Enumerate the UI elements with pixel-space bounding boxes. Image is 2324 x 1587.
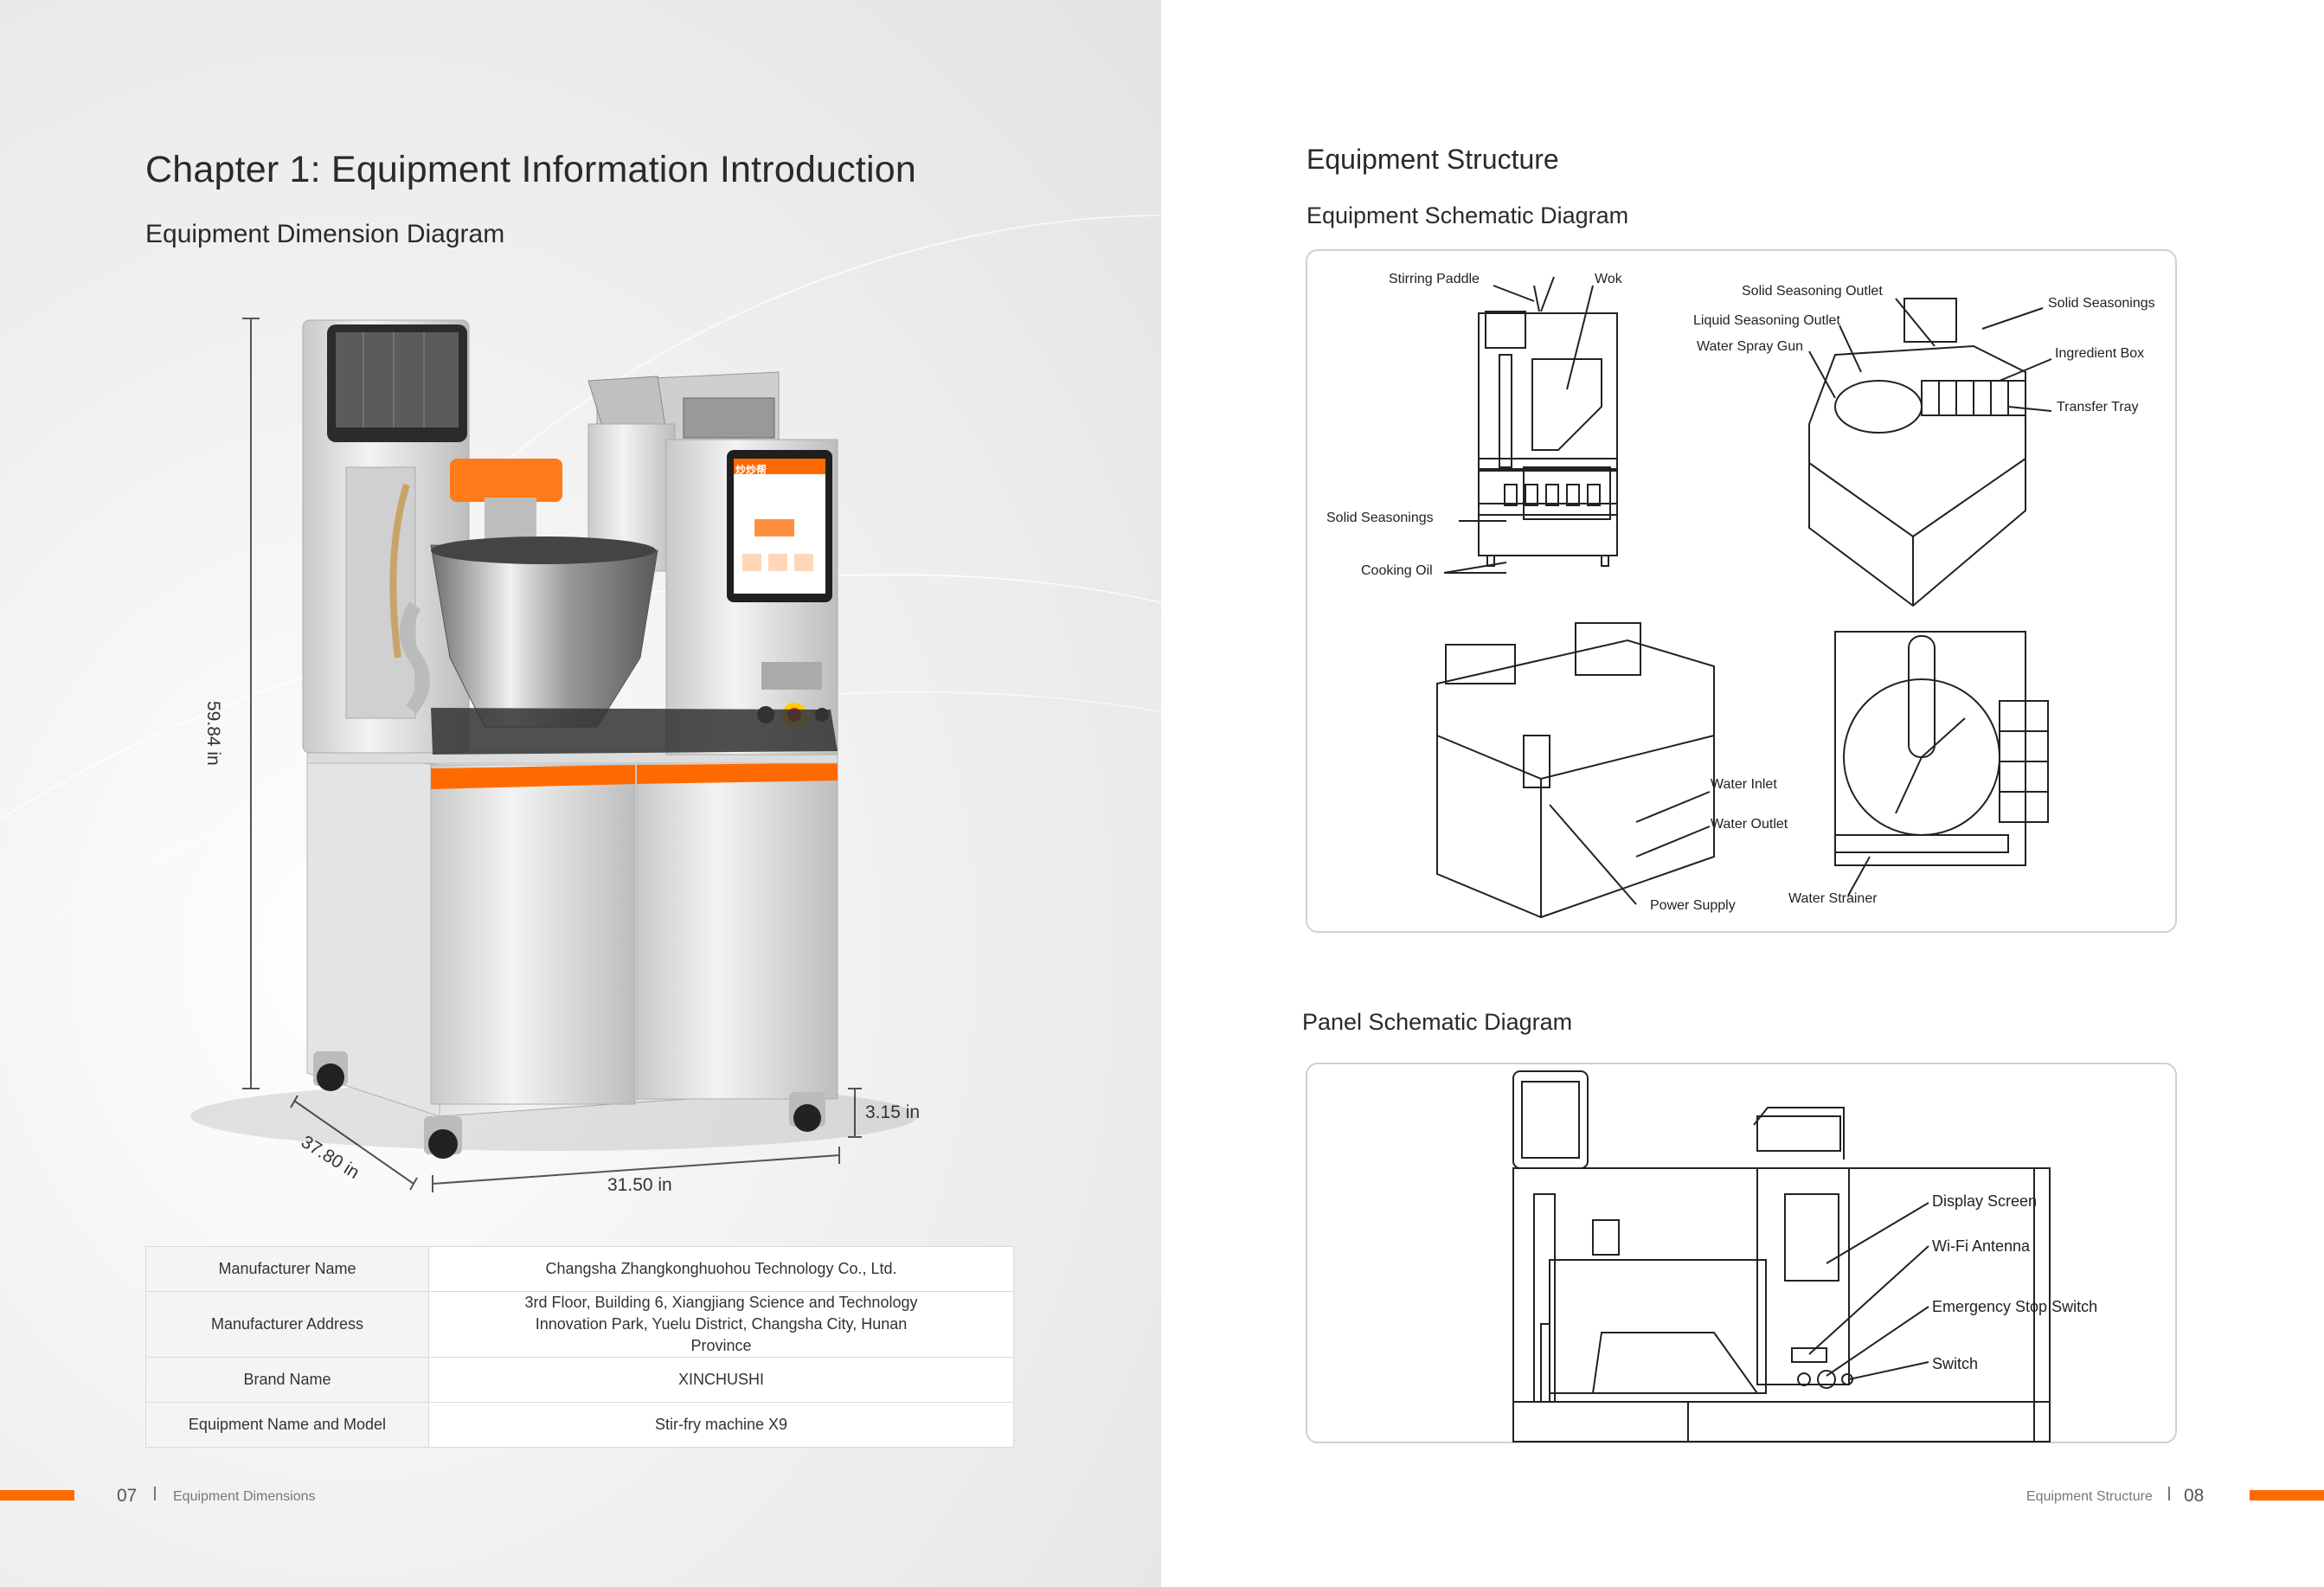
label-emergency-stop-switch: Emergency Stop Switch <box>1932 1298 2098 1315</box>
table-row: Manufacturer Address 3rd Floor, Building… <box>145 1291 1014 1358</box>
equipment-schematic-diagram: Stirring Paddle Wok Solid Seasoning Outl… <box>1306 249 2177 933</box>
table-row: Equipment Name and Model Stir-fry machin… <box>145 1402 1014 1448</box>
label-wok: Wok <box>1595 272 1622 286</box>
footer-divider <box>2168 1487 2170 1500</box>
label-transfer-tray: Transfer Tray <box>2057 400 2139 414</box>
label-switch: Switch <box>1932 1355 1979 1372</box>
label-ingredient-box: Ingredient Box <box>2055 346 2145 361</box>
page-number: 07 <box>117 1486 138 1506</box>
spec-table: Manufacturer Name Changsha Zhangkonghuoh… <box>145 1246 1014 1448</box>
label-water-inlet: Water Inlet <box>1711 777 1777 792</box>
panel-drawing <box>1512 1070 2051 1442</box>
label-solid-seasonings-left: Solid Seasonings <box>1326 511 1434 525</box>
height-dimension: 59.84 in <box>203 701 223 766</box>
label-solid-seasonings-top: Solid Seasonings <box>2048 296 2155 311</box>
spec-value: Changsha Zhangkonghuohou Technology Co.,… <box>428 1246 1014 1292</box>
spec-value: Stir-fry machine X9 <box>428 1402 1014 1448</box>
spec-key: Equipment Name and Model <box>145 1402 429 1448</box>
page-number: 08 <box>2184 1486 2205 1506</box>
left-page: Chapter 1: Equipment Information Introdu… <box>0 0 1161 1587</box>
panel-schematic-diagram: Display Screen Wi-Fi Antenna Emergency S… <box>1306 1063 2177 1443</box>
spec-value: 3rd Floor, Building 6, Xiangjiang Scienc… <box>428 1291 1014 1358</box>
label-liquid-seasoning-outlet: Liquid Seasoning Outlet <box>1693 313 1840 328</box>
label-solid-seasoning-outlet: Solid Seasoning Outlet <box>1742 284 1883 299</box>
width-dimension: 31.50 in <box>607 1175 672 1195</box>
schematic-title: Equipment Schematic Diagram <box>1306 202 1629 228</box>
wheel-dimension: 3.15 in <box>865 1102 921 1122</box>
label-water-outlet: Water Outlet <box>1711 817 1788 832</box>
screen-brand: 炒炒帮 <box>735 464 767 476</box>
page-title: Equipment Structure <box>1306 144 1559 175</box>
section-title: Equipment Dimension Diagram <box>145 220 505 248</box>
label-water-strainer: Water Strainer <box>1788 891 1878 906</box>
footer-section: Equipment Structure <box>2026 1489 2153 1504</box>
label-power-supply: Power Supply <box>1650 898 1736 913</box>
label-cooking-oil: Cooking Oil <box>1361 563 1433 578</box>
spec-key: Manufacturer Name <box>145 1246 429 1292</box>
footer-section: Equipment Dimensions <box>173 1489 316 1504</box>
spec-key: Brand Name <box>145 1357 429 1403</box>
right-page: Equipment Structure Equipment Schematic … <box>1161 0 2324 1587</box>
spec-key: Manufacturer Address <box>145 1291 429 1358</box>
footer-accent-bar <box>0 1490 74 1500</box>
panel-title: Panel Schematic Diagram <box>1302 1009 1573 1035</box>
label-water-spray-gun: Water Spray Gun <box>1697 339 1804 354</box>
label-display-screen: Display Screen <box>1932 1192 2038 1210</box>
footer-divider <box>154 1487 156 1500</box>
table-row: Brand Name XINCHUSHI <box>145 1357 1014 1403</box>
label-stirring-paddle: Stirring Paddle <box>1389 272 1480 286</box>
chapter-title: Chapter 1: Equipment Information Introdu… <box>145 149 917 190</box>
schematic-drawing <box>1436 276 2052 919</box>
spec-value: XINCHUSHI <box>428 1357 1014 1403</box>
footer-accent-bar <box>2250 1490 2324 1500</box>
table-row: Manufacturer Name Changsha Zhangkonghuoh… <box>145 1246 1014 1292</box>
stir-fry-machine-illustration <box>190 318 917 1192</box>
label-wifi-antenna: Wi-Fi Antenna <box>1932 1237 2031 1255</box>
